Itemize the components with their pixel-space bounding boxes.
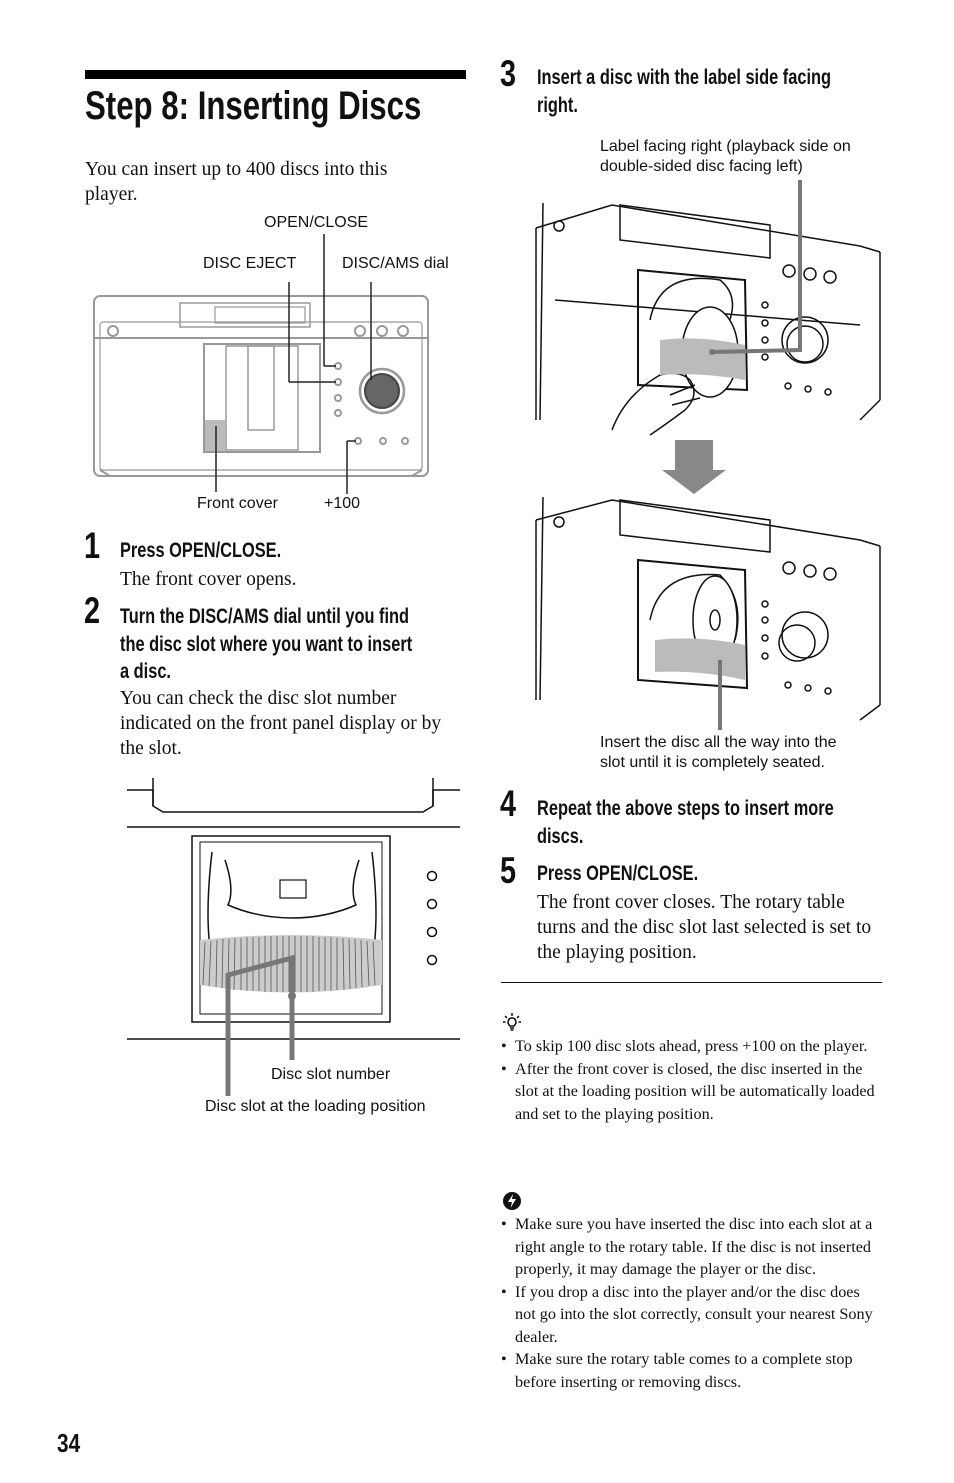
label-insert-seated: Insert the disc all the way into the slo… (600, 733, 837, 772)
page-number: 34 (57, 1428, 81, 1458)
step-2-body: You can check the disc slot number indic… (120, 688, 442, 759)
intro-text: You can insert up to 400 discs into this… (85, 159, 388, 205)
step-1-body: The front cover opens. (120, 569, 297, 590)
lightbulb-icon (503, 1013, 521, 1031)
step-1-heading: Press OPEN/CLOSE. (120, 539, 282, 562)
step-1-number: 1 (84, 525, 101, 566)
notes-list: Make sure you have inserted the disc int… (501, 1213, 882, 1393)
title-rule (85, 70, 466, 79)
page-title: Step 8: Inserting Discs (85, 84, 422, 128)
label-disc-eject: DISC EJECT (203, 255, 297, 272)
step-4-heading-line: Repeat the above steps to insert more (537, 797, 834, 820)
step-5-body: The front cover closes. The rotary table… (537, 892, 872, 963)
step-2-heading: Turn the DISC/AMS dial until you find th… (120, 603, 412, 686)
step-5-heading: Press OPEN/CLOSE. (537, 862, 699, 885)
tips-list: To skip 100 disc slots ahead, press +100… (501, 1035, 882, 1125)
label-facing-right: Label facing right (playback side on dou… (600, 137, 851, 176)
label-front-cover: Front cover (197, 495, 278, 512)
step-2-heading-line: a disc. (120, 660, 171, 683)
step-4-heading-line: discs. (537, 824, 584, 848)
label-insert-seated-line: slot until it is completely seated. (600, 753, 825, 771)
label-disc-ams-dial: DISC/AMS dial (342, 255, 449, 272)
step-2-heading-line: the disc slot where you want to insert (120, 632, 413, 656)
step-3-heading-line: Insert a disc with the label side facing (537, 66, 832, 89)
step-3-heading-line: right. (537, 93, 578, 117)
tip-item: After the front cover is closed, the dis… (501, 1058, 882, 1126)
label-disc-slot-loading: Disc slot at the loading position (205, 1098, 426, 1115)
note-item: Make sure you have inserted the disc int… (501, 1213, 882, 1281)
step-4-heading: Repeat the above steps to insert more di… (537, 795, 834, 850)
step-5-number: 5 (500, 850, 517, 891)
label-open-close: OPEN/CLOSE (264, 214, 369, 231)
step-4-number: 4 (500, 783, 517, 824)
label-disc-slot-number: Disc slot number (271, 1066, 391, 1083)
caution-icon (503, 1192, 521, 1210)
tip-item: To skip 100 disc slots ahead, press +100… (501, 1035, 882, 1058)
label-plus100: +100 (324, 495, 361, 512)
step-2-number: 2 (84, 590, 101, 631)
label-facing-right-line: double-sided disc facing left) (600, 157, 803, 175)
section-divider (501, 982, 882, 983)
step-3-number: 3 (500, 53, 517, 94)
note-item: If you drop a disc into the player and/o… (501, 1281, 882, 1349)
step-2-heading-line: Turn the DISC/AMS dial until you find (120, 605, 410, 628)
label-insert-seated-line: Insert the disc all the way into the (600, 734, 837, 751)
label-facing-right-line: Label facing right (playback side on (600, 138, 851, 155)
note-item: Make sure the rotary table comes to a co… (501, 1348, 882, 1393)
step-3-heading: Insert a disc with the label side facing… (537, 64, 831, 119)
